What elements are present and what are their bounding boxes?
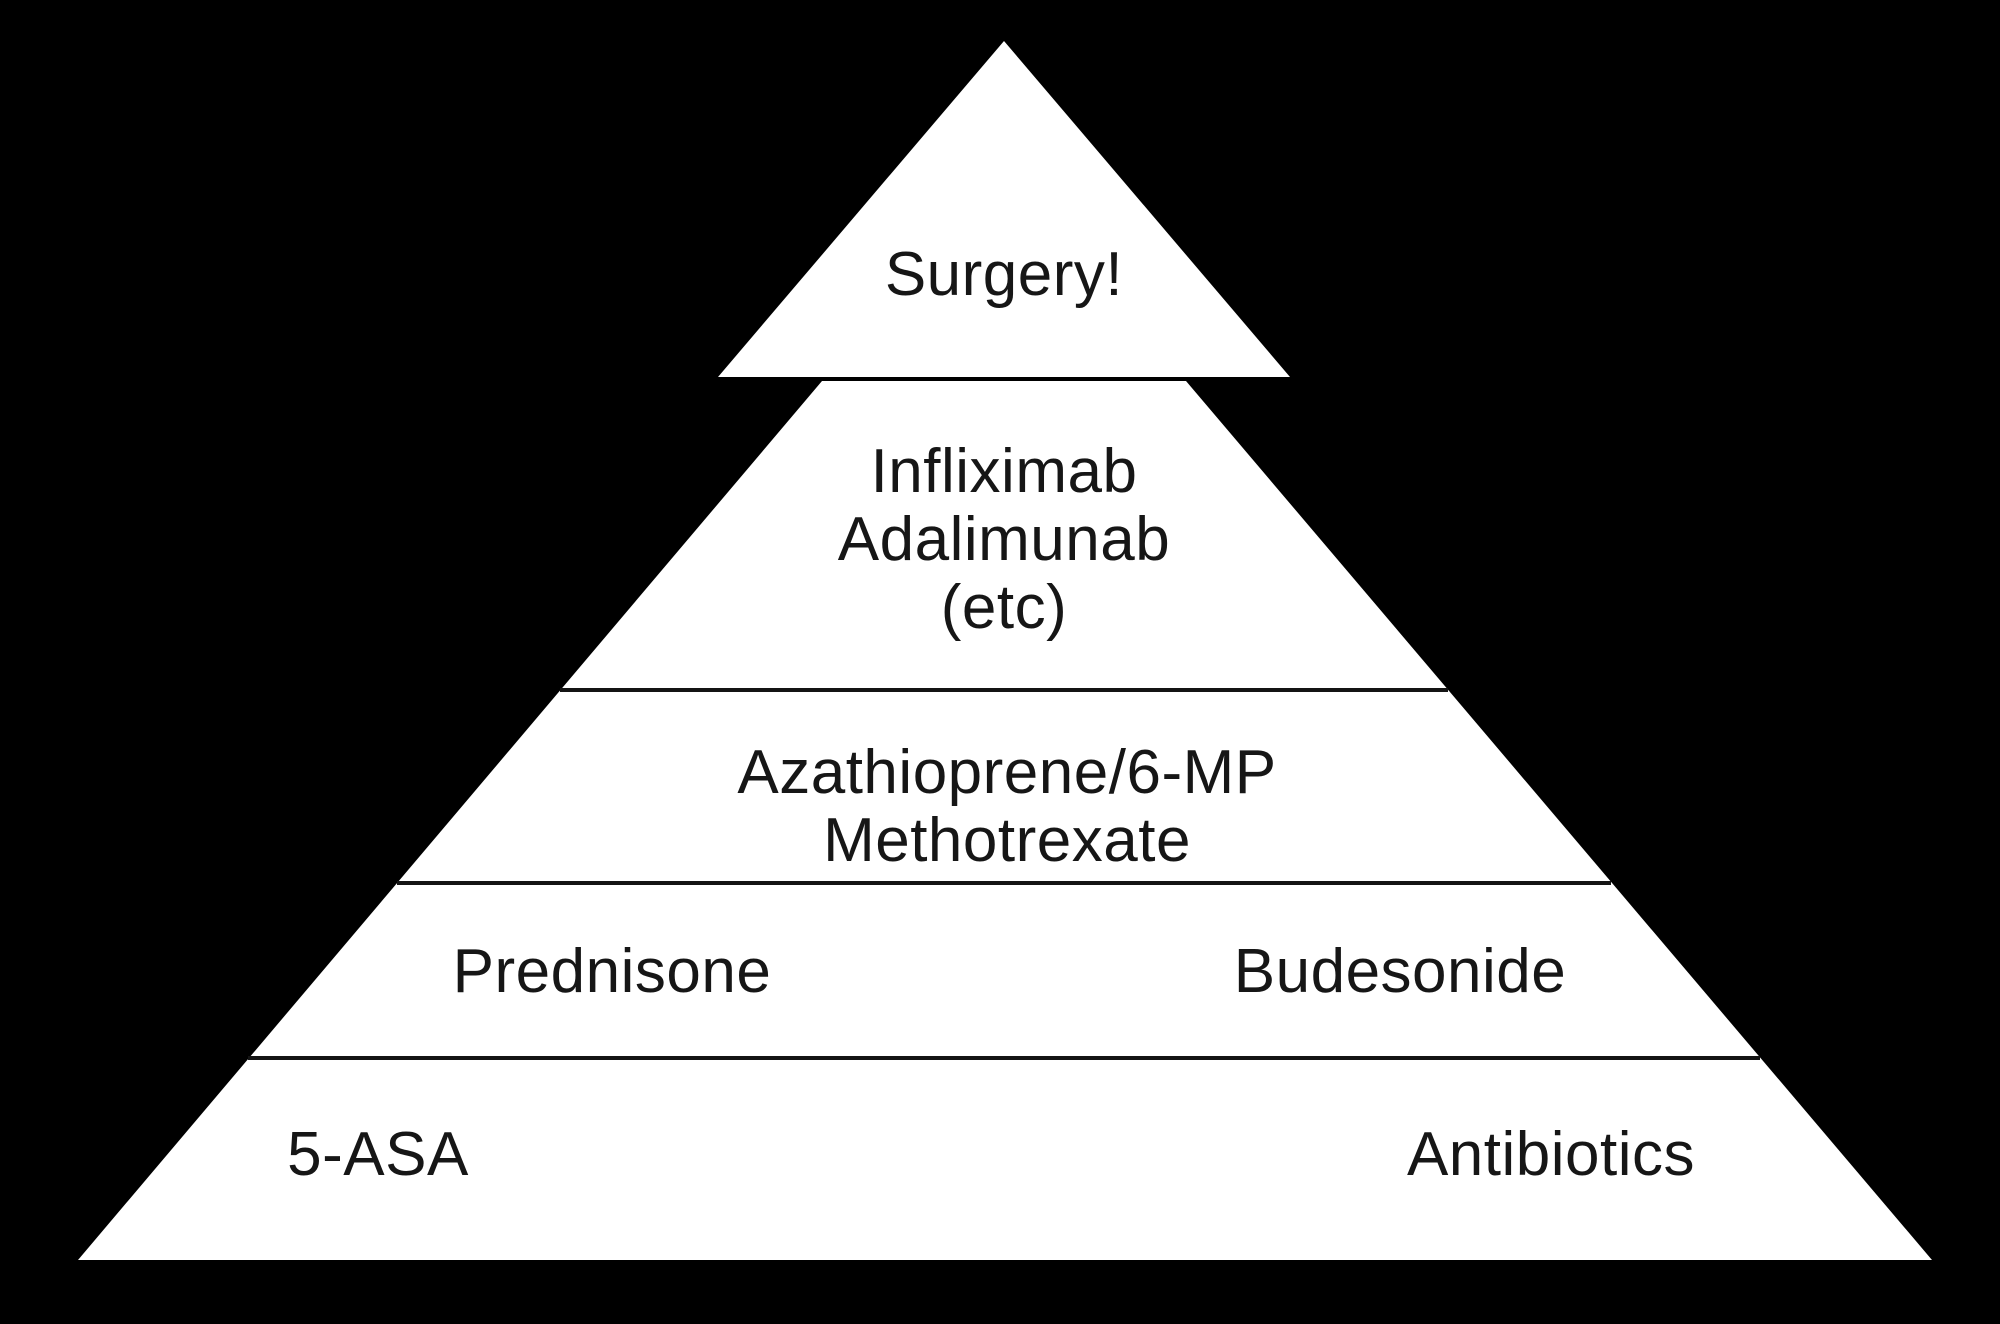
immunomodulators-label-line2: Methotrexate: [823, 806, 1191, 875]
apex-triangle: [718, 41, 1290, 377]
base-label-left: 5-ASA: [287, 1120, 469, 1189]
apex-label-surgery: Surgery!: [885, 240, 1123, 309]
biologics-label-line2: Adalimunab: [838, 505, 1170, 574]
biologics-label-line1: Infliximab: [871, 437, 1138, 506]
biologics-label-line3: (etc): [941, 573, 1068, 642]
steroids-label-right: Budesonide: [1234, 937, 1567, 1006]
immunomodulators-label-line1: Azathioprene/6-MP: [737, 738, 1276, 807]
steroids-label-left: Prednisone: [453, 937, 772, 1006]
base-label-right: Antibiotics: [1407, 1120, 1695, 1189]
pyramid-body: [78, 381, 1932, 1260]
